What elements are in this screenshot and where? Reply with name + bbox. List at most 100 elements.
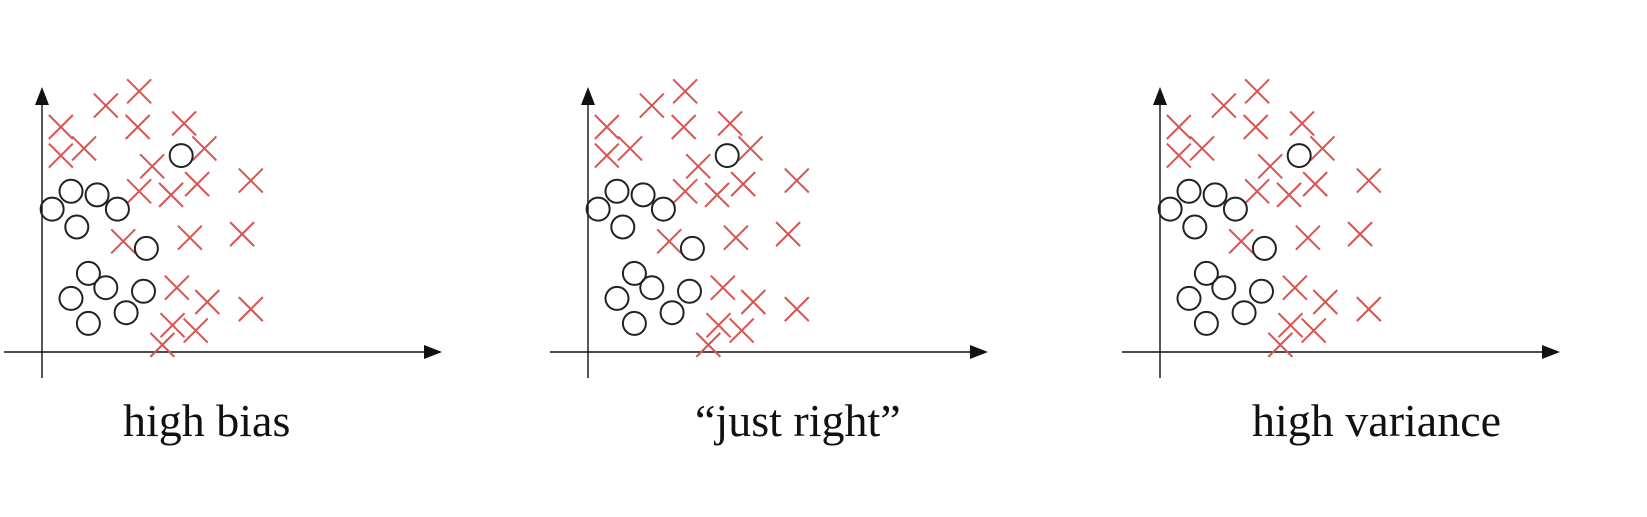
cross-marker [730, 171, 756, 197]
cross-marker [784, 167, 810, 194]
circle-marker [1251, 235, 1277, 261]
x-axis-arrow [1542, 345, 1560, 359]
x-axis-arrow [970, 345, 988, 359]
circle-marker [1286, 143, 1312, 169]
circle-marker [1249, 278, 1274, 304]
cross-marker [1244, 78, 1270, 104]
cross-marker [194, 289, 221, 315]
circle-marker [1211, 275, 1237, 301]
circle-marker [39, 196, 65, 222]
cross-marker [171, 110, 197, 137]
cross-marker [670, 114, 697, 140]
circle-marker [113, 300, 139, 326]
cross-marker [177, 225, 203, 251]
cross-marker [784, 296, 810, 322]
circle-marker [1157, 196, 1183, 222]
circle-marker [621, 260, 647, 286]
cross-marker [594, 142, 620, 169]
x-axis-arrow [424, 345, 442, 359]
cross-marker [191, 135, 218, 162]
cross-marker [159, 312, 186, 338]
cross-marker [48, 142, 74, 169]
circle-marker [610, 214, 636, 240]
circle-marker [714, 143, 740, 169]
cross-marker [1211, 92, 1237, 119]
cross-marker [717, 110, 743, 137]
cross-marker [1228, 228, 1254, 254]
cross-marker [1189, 135, 1215, 162]
cross-marker [1166, 114, 1192, 140]
cross-marker [1282, 275, 1308, 301]
cross-marker [1242, 114, 1269, 140]
panel-high-variance [1122, 78, 1560, 378]
caption-high-bias: high bias [123, 395, 291, 446]
caption-high-variance: high variance [1252, 395, 1502, 446]
cross-marker [1300, 317, 1327, 344]
cross-marker [672, 78, 698, 104]
circle-marker [75, 310, 101, 336]
cross-marker [126, 78, 152, 104]
circle-marker [650, 196, 676, 222]
circle-marker [1176, 178, 1202, 204]
cross-marker [737, 135, 764, 162]
cross-marker [594, 114, 620, 140]
circle-marker [64, 214, 90, 240]
cross-marker [48, 114, 74, 140]
cross-marker [1244, 178, 1270, 204]
circle-marker [585, 196, 611, 222]
cross-marker [1309, 135, 1336, 162]
circle-marker [604, 178, 630, 204]
cross-marker [71, 135, 97, 162]
cross-marker [656, 228, 682, 254]
panel-high-bias [4, 78, 442, 378]
circle-marker [75, 260, 101, 286]
cross-marker [1257, 153, 1283, 179]
cross-marker [1295, 225, 1321, 251]
cross-marker [182, 317, 209, 344]
y-axis-arrow [1153, 87, 1167, 105]
cross-marker [238, 296, 264, 322]
cross-marker [710, 275, 736, 301]
cross-marker [728, 317, 755, 344]
circle-marker [58, 285, 84, 311]
cross-marker [164, 275, 190, 301]
cross-marker [617, 135, 643, 162]
circle-marker [133, 235, 159, 261]
y-axis-arrow [581, 87, 595, 105]
cross-marker [126, 178, 152, 204]
cross-marker [124, 114, 151, 140]
circle-marker [621, 310, 647, 336]
cross-marker [704, 182, 730, 208]
circle-marker [1176, 285, 1202, 311]
cross-marker [1356, 296, 1382, 322]
cross-marker [1347, 221, 1373, 247]
circle-marker [679, 235, 705, 261]
circle-marker [1231, 300, 1257, 326]
circle-marker [630, 182, 656, 208]
cross-marker [229, 221, 255, 247]
cross-marker [639, 92, 665, 119]
cross-marker [1277, 312, 1304, 338]
circle-marker [104, 196, 130, 222]
circle-marker [168, 143, 194, 169]
cross-marker [1276, 182, 1302, 208]
cross-marker [1302, 171, 1328, 197]
circle-marker [1222, 196, 1248, 222]
circle-marker [1182, 214, 1208, 240]
cross-marker [740, 289, 767, 315]
cross-marker [238, 167, 264, 194]
cross-marker [1356, 167, 1382, 194]
circle-marker [84, 182, 110, 208]
circle-marker [677, 278, 702, 304]
circle-marker [1202, 182, 1228, 208]
panel-just-right [550, 78, 988, 378]
cross-marker [705, 312, 732, 338]
caption-just-right: “just right” [695, 395, 901, 446]
cross-marker [158, 182, 184, 208]
circle-marker [58, 178, 84, 204]
circle-marker [604, 285, 630, 311]
circle-marker [1193, 260, 1219, 286]
cross-marker [775, 221, 801, 247]
cross-marker [672, 178, 698, 204]
